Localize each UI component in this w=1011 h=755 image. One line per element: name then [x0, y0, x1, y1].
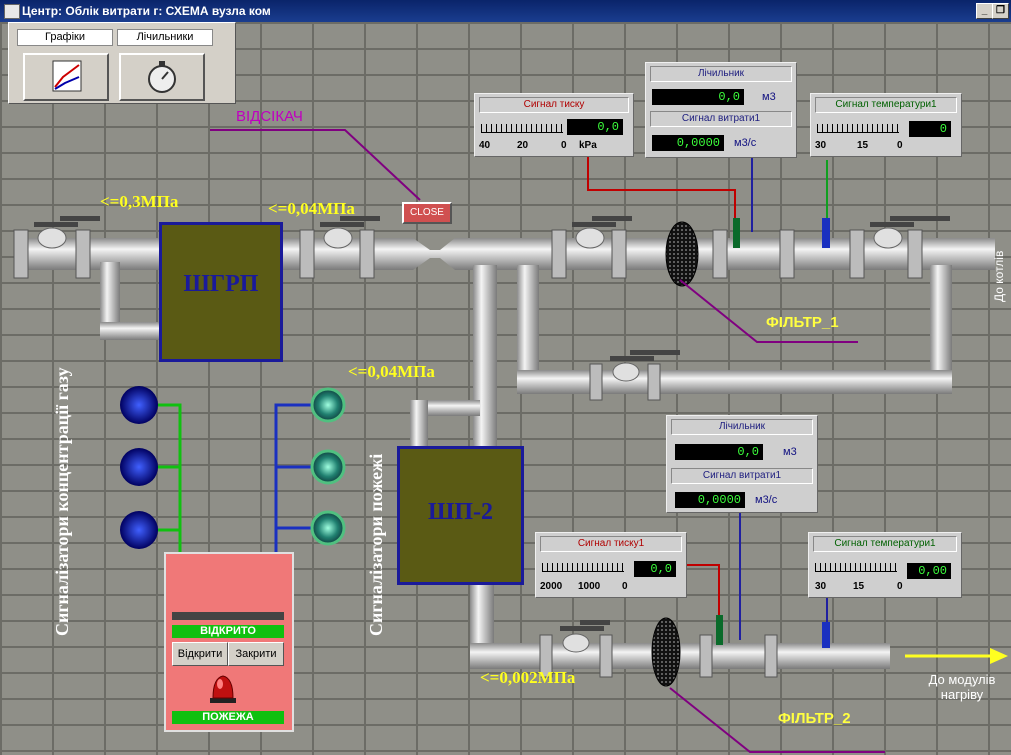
pipe-bypass-filter1 — [930, 265, 952, 380]
gauge-scale — [817, 118, 899, 133]
gauge-title: Сигнал тиску — [479, 97, 629, 113]
filter2-label: ФІЛЬТР_2 — [778, 710, 851, 727]
pipe-bypass-filter1 — [517, 370, 952, 394]
temperature1-gauge: Сигнал температури1 0 30 15 0 — [810, 93, 962, 157]
gauge-value: 0 — [909, 121, 951, 137]
gauge-title: Сигнал витрати1 — [650, 111, 792, 127]
fire-sensor-indicator — [310, 387, 346, 423]
tab-counters[interactable]: Лічильники — [117, 29, 213, 46]
sensor-probe — [733, 218, 740, 248]
pressure1-gauge: Сигнал тиску1 0,0 2000 1000 0 — [535, 532, 687, 598]
close-button[interactable]: CLOSE — [402, 202, 452, 224]
chart-icon — [52, 60, 82, 92]
stopwatch-icon — [148, 61, 176, 93]
alarm-light-icon — [210, 675, 236, 703]
gauge-title: Лічильник — [671, 419, 813, 435]
tick-label: 15 — [853, 581, 865, 592]
gas-sensor-indicator — [120, 448, 158, 486]
pipe-down — [473, 265, 497, 450]
tick-label: 0 — [897, 581, 903, 592]
tick-label: 1000 — [578, 581, 601, 592]
title-bar: Центр: Облік витрати г: СХЕМА вузла ком … — [0, 0, 1011, 22]
shp2-box: ШП-2 — [397, 446, 524, 585]
gauge-unit: м3 — [783, 446, 797, 458]
sensor-probe — [822, 622, 830, 648]
to-boilers-label: До котлів — [992, 250, 1006, 302]
pressure-label: <=0,04МПа — [268, 199, 355, 218]
gauge-scale — [542, 557, 624, 572]
tick-label: 0 — [561, 140, 567, 151]
counter1-panel: Лічильник 0,0 м3 Сигнал витрати1 0,0000 … — [645, 62, 797, 158]
fire-alarm-badge: ПОЖЕЖА — [172, 711, 284, 724]
gauge-title: Сигнал температури1 — [815, 97, 957, 113]
tick-label: 2000 — [540, 581, 563, 592]
restore-button[interactable]: ❐ — [992, 3, 1009, 19]
toolbar-panel: Графіки Лічильники — [8, 22, 236, 104]
pipe-bypass — [100, 262, 120, 340]
gas-sensor-indicator — [120, 386, 158, 424]
sensor-probe — [822, 218, 830, 248]
shgrp-box: ШГРП — [159, 222, 283, 362]
gauge-value: 0,00 — [907, 563, 951, 579]
valve-cutoff — [413, 238, 455, 270]
tick-label: 0 — [897, 140, 903, 151]
gauge-unit: м3/с — [734, 137, 757, 149]
pipe-branch — [410, 400, 428, 450]
temperature2-gauge: Сигнал температури1 0,00 30 15 0 — [808, 532, 962, 598]
counters-button[interactable] — [119, 53, 205, 101]
pressure-gauge: Сигнал тиску 0,0 40 20 0 kPa — [474, 93, 634, 157]
gauge-unit: м3/с — [755, 494, 778, 506]
window-icon — [4, 4, 20, 19]
open-button[interactable]: Відкрити — [172, 642, 228, 666]
filter2-element — [651, 617, 681, 687]
tab-graphs[interactable]: Графіки — [17, 29, 113, 46]
tick-label: 15 — [857, 140, 869, 151]
filter1-label: ФІЛЬТР_1 — [766, 314, 839, 331]
gauge-title: Сигнал тиску1 — [540, 536, 682, 552]
counter2-panel: Лічильник 0,0 м3 Сигнал витрати1 0,0000 … — [666, 415, 818, 513]
pipe-bypass — [100, 322, 160, 340]
pressure-label: <=0,002МПа — [480, 668, 576, 687]
flow2-value: 0,0000 — [675, 492, 745, 508]
cutoff-label: ВІДСІКАЧ — [236, 108, 303, 125]
window-title: Центр: Облік витрати г: СХЕМА вузла ком — [22, 4, 271, 18]
gas-sensor-indicator — [120, 511, 158, 549]
status-open-badge: ВІДКРИТО — [172, 625, 284, 638]
graphs-button[interactable] — [23, 53, 109, 101]
close-valve-button[interactable]: Закрити — [228, 642, 284, 666]
tick-label: 0 — [622, 581, 628, 592]
gauge-unit: kPa — [579, 140, 597, 151]
fire-sensors-label: Сигналізатори пожежі — [366, 453, 386, 636]
arrow-icon — [990, 648, 1008, 664]
fire-control-panel: ВІДКРИТО Відкрити Закрити ПОЖЕЖА — [164, 552, 294, 732]
fire-sensor-indicator — [310, 449, 346, 485]
pressure-label: <=0,04МПа — [348, 362, 435, 381]
gauge-title: Лічильник — [650, 66, 792, 82]
flow1-value: 0,0000 — [652, 135, 724, 151]
status-bar — [172, 612, 284, 620]
gauge-scale — [481, 118, 563, 133]
pipe-bypass-filter1 — [517, 265, 539, 380]
gauge-value: 0,0 — [567, 119, 623, 135]
tick-label: 30 — [815, 581, 827, 592]
gauge-unit: м3 — [762, 91, 776, 103]
gas-sensors-label: Сигналізатори концентрації газу — [52, 367, 72, 636]
fire-sensor-indicator — [310, 510, 346, 546]
gauge-title: Сигнал температури1 — [813, 536, 957, 552]
sensor-probe — [716, 615, 723, 645]
to-heating-label: До модулів нагріву — [928, 672, 996, 702]
gauge-value: 0,0 — [634, 561, 676, 577]
tick-label: 20 — [517, 140, 529, 151]
gauge-title: Сигнал витрати1 — [671, 468, 813, 484]
pressure-label: <=0,3МПа — [100, 192, 179, 211]
tick-label: 30 — [815, 140, 827, 151]
counter2-value: 0,0 — [675, 444, 763, 460]
gauge-scale — [815, 557, 897, 572]
counter1-value: 0,0 — [652, 89, 744, 105]
filter1-element — [665, 221, 699, 287]
tick-label: 40 — [479, 140, 491, 151]
